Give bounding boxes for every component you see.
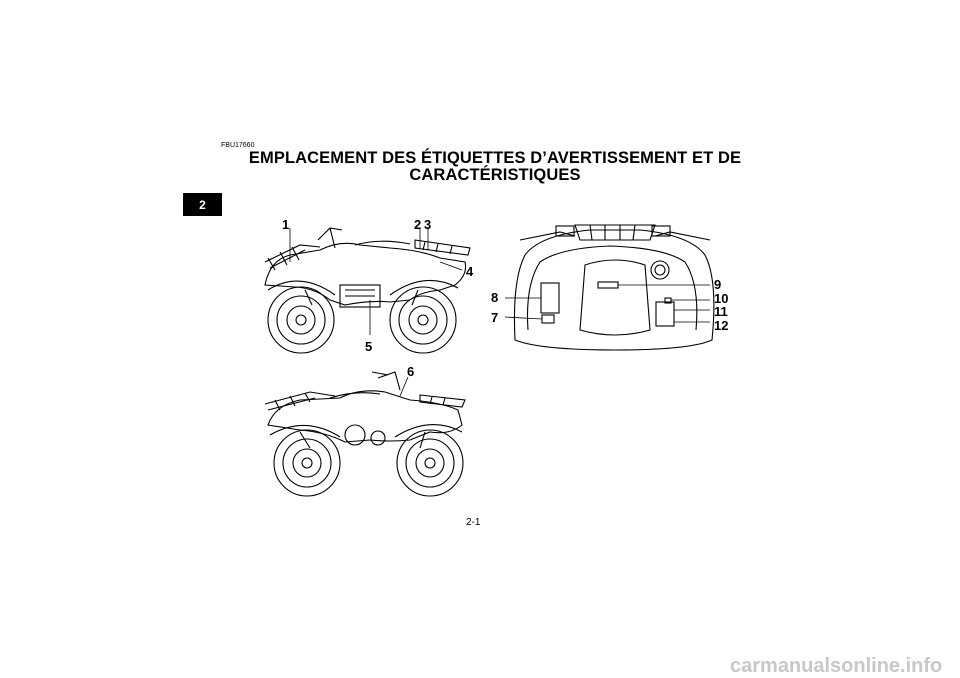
front-wheel: [267, 286, 335, 354]
callout-1: 1: [282, 217, 289, 232]
atv-top-view: [513, 224, 715, 351]
callout-12: 12: [714, 318, 728, 333]
title-line-1: EMPLACEMENT DES ÉTIQUETTES D’AVERTISSEME…: [248, 149, 742, 167]
page-title: EMPLACEMENT DES ÉTIQUETTES D’AVERTISSEME…: [235, 150, 755, 184]
document-code: FBU17660: [221, 142, 255, 149]
callout-4: 4: [466, 264, 474, 279]
callout-8: 8: [491, 290, 498, 305]
section-tab: 2: [183, 193, 222, 216]
front-wheel-2: [396, 429, 464, 497]
callout-7: 7: [491, 310, 498, 325]
callout-10: 10: [714, 291, 728, 306]
callout-2: 2: [414, 217, 421, 232]
callout-3: 3: [424, 217, 431, 232]
callout-5: 5: [365, 339, 372, 354]
watermark: carmanualsonline.info: [730, 655, 943, 677]
rear-wheel: [389, 286, 457, 354]
callout-6: 6: [407, 364, 414, 379]
callout-leaders-side-right: [399, 376, 409, 397]
rear-wheel-2: [273, 429, 341, 497]
callout-leaders-top-view: [504, 284, 710, 323]
atv-side-left-view: [264, 227, 471, 354]
atv-side-right-view: [264, 371, 466, 497]
callout-leaders-side-left: [289, 228, 463, 335]
page-number: 2-1: [466, 517, 481, 528]
callout-11: 11: [714, 304, 728, 319]
callout-9: 9: [714, 277, 721, 292]
title-line-2: CARACTÉRISTIQUES: [409, 166, 581, 184]
